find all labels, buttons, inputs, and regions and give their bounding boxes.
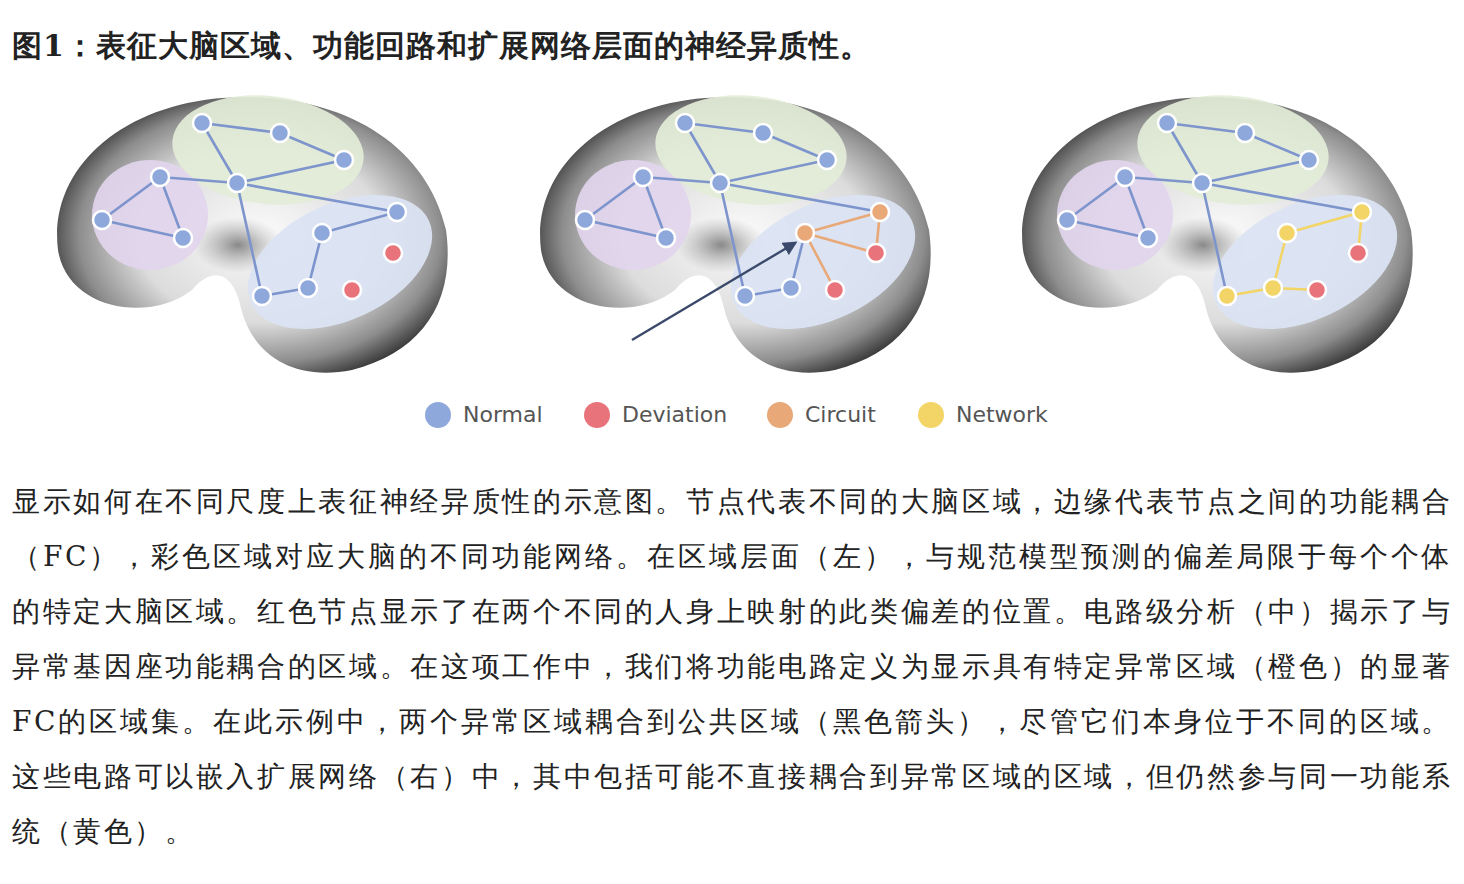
fc-edge bbox=[720, 160, 827, 183]
fc-edge bbox=[202, 123, 280, 133]
region-node bbox=[299, 279, 317, 297]
region-node bbox=[228, 174, 246, 192]
fc-edge bbox=[1202, 160, 1309, 183]
figure-caption: 显示如何在不同尺度上表征神经异质性的示意图。节点代表不同的大脑区域，边缘代表节点… bbox=[12, 474, 1452, 859]
region-node bbox=[384, 244, 402, 262]
legend-label: Network bbox=[956, 400, 1048, 430]
fc-edge bbox=[1125, 177, 1202, 183]
region-node bbox=[1236, 124, 1254, 142]
fc-edge bbox=[202, 123, 237, 183]
fc-edge bbox=[237, 183, 397, 212]
fc-edge bbox=[160, 177, 237, 183]
region-node bbox=[818, 151, 836, 169]
region-node bbox=[796, 224, 814, 242]
region-node bbox=[1300, 151, 1318, 169]
brain-panel bbox=[540, 86, 936, 372]
region-node bbox=[388, 203, 406, 221]
brain-panel bbox=[1022, 86, 1418, 372]
fc-edge bbox=[805, 233, 876, 253]
legend-label: Deviation bbox=[622, 400, 727, 430]
region-node bbox=[711, 174, 729, 192]
fc-edge bbox=[237, 160, 344, 183]
region-node bbox=[1193, 174, 1211, 192]
fc-edge bbox=[1202, 183, 1362, 212]
fc-edge bbox=[585, 220, 666, 238]
fc-edge bbox=[237, 183, 262, 296]
network-region bbox=[710, 168, 937, 356]
network-region bbox=[167, 86, 369, 213]
network-region bbox=[575, 160, 691, 270]
region-node bbox=[1353, 203, 1371, 221]
region-node bbox=[1158, 114, 1176, 132]
region-node bbox=[253, 287, 271, 305]
region-node bbox=[343, 281, 361, 299]
legend-label: Circuit bbox=[805, 400, 876, 430]
legend-swatch bbox=[918, 402, 944, 428]
pointer-arrow bbox=[632, 243, 795, 340]
fc-edge bbox=[585, 177, 643, 220]
region-node bbox=[151, 168, 169, 186]
fc-edge bbox=[720, 183, 880, 212]
brain-panel bbox=[57, 86, 453, 372]
fc-edge bbox=[763, 133, 827, 160]
fc-edge bbox=[643, 177, 720, 183]
network-region bbox=[92, 160, 208, 270]
fc-edge bbox=[685, 123, 763, 133]
fc-edge bbox=[102, 177, 160, 220]
fc-edge bbox=[1067, 177, 1125, 220]
region-node bbox=[1349, 244, 1367, 262]
legend-swatch bbox=[584, 402, 610, 428]
region-node bbox=[93, 211, 111, 229]
fc-edge bbox=[805, 212, 880, 233]
region-node bbox=[1278, 224, 1296, 242]
fc-edge bbox=[1245, 133, 1309, 160]
fc-edge bbox=[1167, 123, 1202, 183]
region-node bbox=[871, 203, 889, 221]
fc-edge bbox=[280, 133, 344, 160]
legend-swatch bbox=[767, 402, 793, 428]
region-node bbox=[1139, 229, 1157, 247]
fc-edge bbox=[685, 123, 720, 183]
legend-swatch bbox=[425, 402, 451, 428]
network-region bbox=[1192, 168, 1419, 356]
fc-edge bbox=[1202, 183, 1227, 296]
network-region bbox=[1057, 160, 1173, 270]
network-region bbox=[227, 168, 454, 356]
region-node bbox=[271, 124, 289, 142]
fc-edge bbox=[1067, 220, 1148, 238]
region-node bbox=[1058, 211, 1076, 229]
legend-label: Normal bbox=[463, 400, 543, 430]
network-region bbox=[650, 86, 852, 213]
region-node bbox=[634, 168, 652, 186]
region-node bbox=[193, 114, 211, 132]
region-node bbox=[1308, 281, 1326, 299]
fc-edge bbox=[1287, 212, 1362, 233]
region-node bbox=[826, 281, 844, 299]
fc-edge bbox=[1167, 123, 1245, 133]
region-node bbox=[335, 151, 353, 169]
fc-edge bbox=[102, 220, 183, 238]
network-region bbox=[1132, 86, 1334, 213]
region-node bbox=[736, 287, 754, 305]
figure-title: 图1：表征大脑区域、功能回路和扩展网络层面的神经异质性。 bbox=[12, 26, 871, 67]
region-node bbox=[782, 279, 800, 297]
region-node bbox=[1264, 279, 1282, 297]
region-node bbox=[676, 114, 694, 132]
region-node bbox=[313, 224, 331, 242]
region-node bbox=[754, 124, 772, 142]
region-node bbox=[657, 229, 675, 247]
region-node bbox=[174, 229, 192, 247]
region-node bbox=[867, 244, 885, 262]
region-node bbox=[576, 211, 594, 229]
fc-edge bbox=[322, 212, 397, 233]
region-node bbox=[1218, 287, 1236, 305]
region-node bbox=[1116, 168, 1134, 186]
